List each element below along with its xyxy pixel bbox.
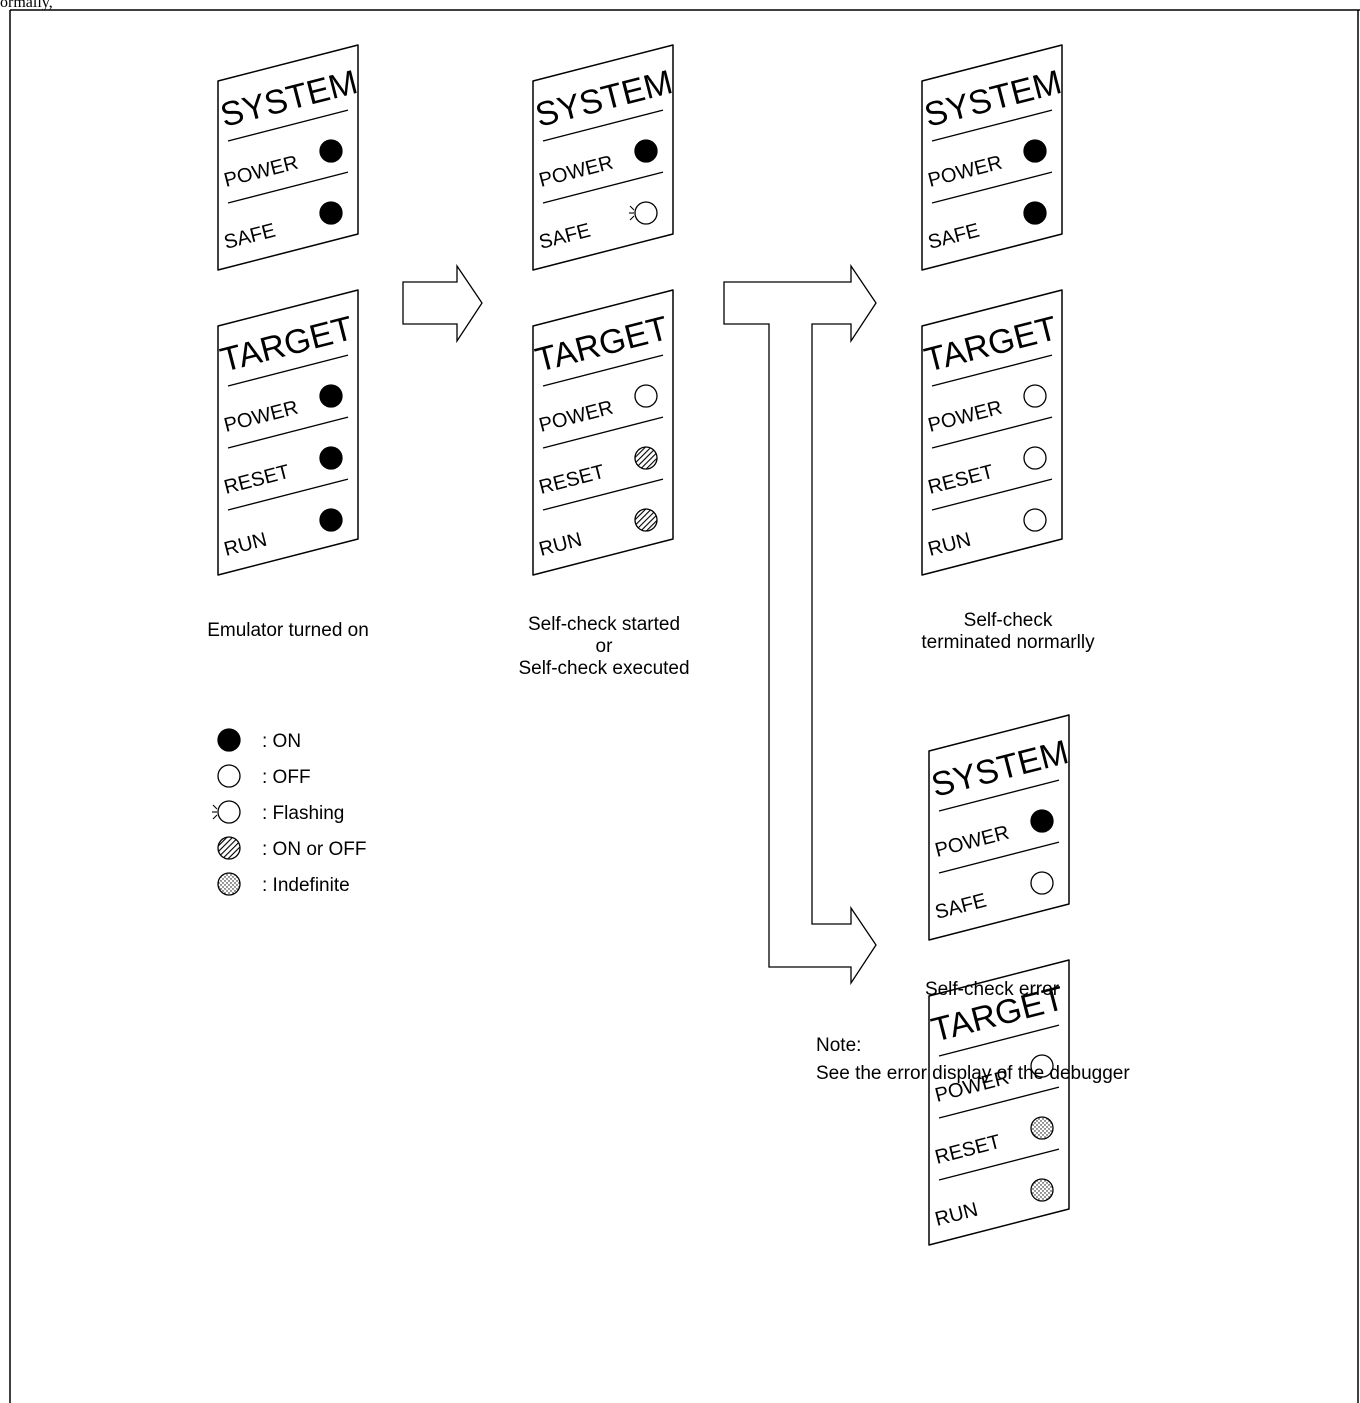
stage-2-system-panel-led-power xyxy=(634,139,658,163)
stage-3-caption-line-1: Self-check xyxy=(964,610,1053,631)
legend: : ON : OFF : Flashing : ON or OFF : Indefini… xyxy=(212,728,367,896)
legend-symbol-off xyxy=(217,764,241,788)
legend-item-on-or-off: : ON or OFF xyxy=(217,836,367,860)
stage-4-caption-line-1: Self-check error xyxy=(925,979,1060,1000)
stage-1-target-panel-divider-3 xyxy=(227,478,349,511)
arrow-stage2-branch xyxy=(723,263,877,986)
stage-2-caption-line-1: Self-check started xyxy=(528,614,680,635)
stage-3-caption-line-2: terminated normarlly xyxy=(921,632,1095,653)
legend-label-flashing: : Flashing xyxy=(262,803,344,824)
arrow-stage1-to-stage2 xyxy=(402,263,483,344)
stage-4-system-panel-led-safe xyxy=(1030,871,1054,895)
stage-4-target-panel-led-run xyxy=(1030,1178,1054,1202)
stage-3-system-panel-divider-1 xyxy=(931,109,1053,142)
note-title: Note: xyxy=(816,1035,861,1056)
stage-1-target-panel-led-run xyxy=(319,508,343,532)
stage-2-target-panel-divider-2 xyxy=(542,416,664,449)
stage-4-target-panel-divider-2 xyxy=(938,1086,1060,1119)
stage-2-target-panel-divider-3 xyxy=(542,478,664,511)
legend-item-off: : OFF xyxy=(217,764,311,788)
stage-4-target-panel-led-reset xyxy=(1030,1116,1054,1140)
stage-3-system-panel-divider-2 xyxy=(931,171,1053,204)
stage-3-target-panel-led-reset xyxy=(1023,446,1047,470)
stage-panels: SYSTEMPOWERSAFETARGETPOWERRESETRUNSYSTEM… xyxy=(217,44,1072,1246)
stage-2-caption-line-2: or xyxy=(596,636,614,657)
stage-2-target-panel-led-power xyxy=(634,384,658,408)
legend-symbol-flashing-flash-rays xyxy=(212,804,218,820)
stage-4-target-panel-divider-1 xyxy=(938,1024,1060,1057)
stage-1-target-panel-led-power xyxy=(319,384,343,408)
legend-label-on: : ON xyxy=(262,731,301,752)
stage-2-target-panel-led-reset xyxy=(634,446,658,470)
legend-item-indefinite: : Indefinite xyxy=(217,872,350,896)
stage-3-system-panel-led-safe xyxy=(1023,201,1047,225)
header-fragment: ormally, xyxy=(0,0,53,11)
stage-3-target-panel-led-power xyxy=(1023,384,1047,408)
legend-label-indefinite: : Indefinite xyxy=(262,875,350,896)
stage-4-system-panel-divider-1 xyxy=(938,779,1060,812)
stage-1-target-panel-led-reset xyxy=(319,446,343,470)
stage-1-target-panel-divider-2 xyxy=(227,416,349,449)
note-text: See the error display of the debugger xyxy=(816,1063,1130,1084)
legend-symbol-indefinite xyxy=(217,872,241,896)
stage-1-caption-line-1: Emulator turned on xyxy=(207,620,369,641)
stage-1-target-panel-divider-1 xyxy=(227,354,349,387)
stage-4-system-panel-divider-2 xyxy=(938,841,1060,874)
stage-3-target-panel-divider-3 xyxy=(931,478,1053,511)
legend-label-off: : OFF xyxy=(262,767,311,788)
legend-symbol-flashing xyxy=(217,800,241,824)
stage-2-system-panel-led-safe xyxy=(634,201,658,225)
stage-1-system-panel-divider-2 xyxy=(227,171,349,204)
legend-item-flashing: : Flashing xyxy=(212,800,344,824)
stage-4-target-panel-led-power xyxy=(1030,1054,1054,1078)
stage-2-system-panel-divider-1 xyxy=(542,109,664,142)
stage-2-system-panel-led-safe-flash-rays xyxy=(629,205,635,221)
stage-2-target-panel-led-run xyxy=(634,508,658,532)
legend-symbol-on-or-off xyxy=(217,836,241,860)
stage-1-system-panel-divider-1 xyxy=(227,109,349,142)
stage-3-target-panel-divider-1 xyxy=(931,354,1053,387)
stage-4-target-panel-divider-3 xyxy=(938,1148,1060,1181)
stage-2-system-panel-divider-2 xyxy=(542,171,664,204)
stage-2-target-panel-divider-1 xyxy=(542,354,664,387)
legend-item-on: : ON xyxy=(217,728,301,752)
legend-symbol-on xyxy=(217,728,241,752)
stage-1-system-panel-led-power xyxy=(319,139,343,163)
stage-2-caption-line-3: Self-check executed xyxy=(518,658,689,679)
stage-4-system-panel-led-power xyxy=(1030,809,1054,833)
stage-3-target-panel-led-run xyxy=(1023,508,1047,532)
stage-3-system-panel-led-power xyxy=(1023,139,1047,163)
legend-label-on-or-off: : ON or OFF xyxy=(262,839,367,860)
stage-1-system-panel-led-safe xyxy=(319,201,343,225)
stage-3-target-panel-divider-2 xyxy=(931,416,1053,449)
